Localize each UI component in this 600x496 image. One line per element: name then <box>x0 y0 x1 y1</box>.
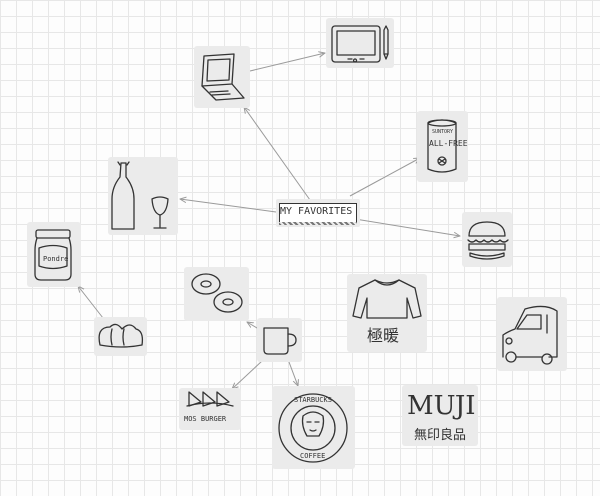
shirt-brand-text: 極暖 <box>367 326 400 345</box>
starbucks-top-text: STARBUCKS <box>294 396 332 404</box>
center-node-label: MY FAVORITES <box>280 206 353 217</box>
laptop-icon <box>201 53 245 101</box>
car-icon <box>502 305 558 365</box>
bottle-glass-card[interactable] <box>108 157 178 235</box>
beer-can-icon <box>427 119 457 173</box>
drink-name-text: ALL-FREE <box>429 139 468 148</box>
muji-card[interactable]: MUJI 無印良品 <box>402 385 478 446</box>
drink-card[interactable]: SUNTORY ALL-FREE <box>417 111 468 182</box>
label-stripe <box>279 222 357 225</box>
drink-brand-text: SUNTORY <box>432 129 454 135</box>
starbucks-logo-icon <box>278 393 348 463</box>
donuts-card[interactable] <box>184 267 249 321</box>
bread-icon <box>98 323 144 348</box>
muji-kanji-text: 無印良品 <box>414 428 467 443</box>
starbucks-card[interactable]: STARBUCKS COFFEE <box>272 386 355 469</box>
shirt-card[interactable]: 極暖 <box>347 274 427 352</box>
mos-burger-logo-icon <box>186 391 234 407</box>
muji-latin-text: MUJI <box>407 391 476 421</box>
mos-burger-card[interactable]: MOS BURGER <box>179 388 241 430</box>
donuts-icon <box>191 273 243 313</box>
center-node[interactable]: MY FAVORITES <box>276 199 360 227</box>
arrow-center-to-drink <box>349 158 420 197</box>
arrow-laptop-to-tablet <box>249 53 325 72</box>
starbucks-bottom-text: COFFEE <box>300 452 326 460</box>
arrow-coffee-to-starbucks <box>288 361 298 386</box>
coffee-cup-icon <box>263 327 297 355</box>
car-card[interactable] <box>497 297 567 371</box>
arrow-center-to-burger <box>354 218 460 236</box>
arrow-bread-to-jar <box>78 286 104 319</box>
jar-icon <box>34 229 72 281</box>
mos-burger-text: MOS BURGER <box>184 415 227 423</box>
arrow-center-to-laptop <box>244 107 311 201</box>
arrow-center-to-bottle <box>180 199 277 213</box>
shirt-icon <box>352 279 422 319</box>
jar-brand-text: Pondre <box>43 255 69 263</box>
bread-card[interactable] <box>94 317 147 356</box>
burger-card[interactable] <box>462 212 512 267</box>
jar-card[interactable]: Pondre <box>27 222 81 287</box>
arrow-coffee-to-mos <box>232 360 263 389</box>
tablet-icon <box>331 25 389 63</box>
burger-icon <box>467 221 509 260</box>
wine-bottle-glass-icon <box>111 161 169 230</box>
laptop-card[interactable] <box>194 46 250 108</box>
tablet-card[interactable] <box>326 18 394 68</box>
coffee-cup-card[interactable] <box>257 318 302 362</box>
